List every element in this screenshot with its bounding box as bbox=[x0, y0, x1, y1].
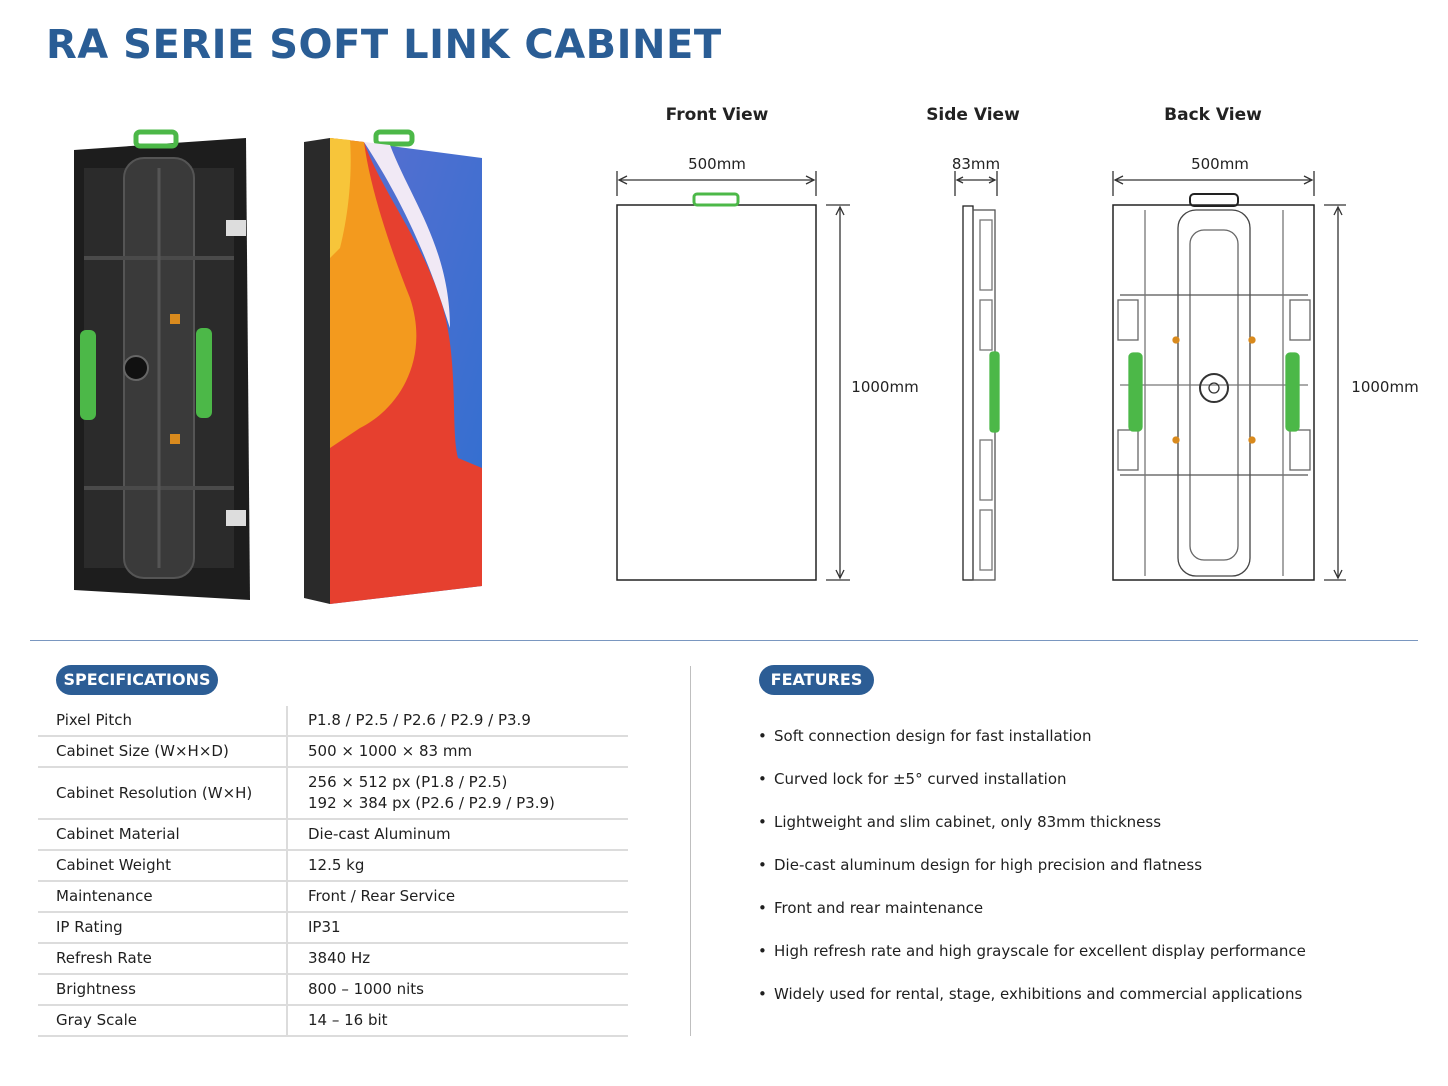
features-heading: FEATURES bbox=[759, 665, 874, 695]
list-item: • Lightweight and slim cabinet, only 83mm… bbox=[758, 808, 1398, 851]
list-item: • Curved lock for ±5° curved installation bbox=[758, 765, 1398, 808]
cabinet-front-photo bbox=[304, 129, 482, 604]
cabinet-back-photo bbox=[74, 129, 250, 600]
bullet-icon: • bbox=[758, 813, 767, 831]
spec-key: Cabinet Material bbox=[38, 819, 288, 851]
front-height-dimension: 1000mm bbox=[851, 378, 919, 396]
side-view-label: Side View bbox=[926, 105, 1020, 125]
spec-value: Die-cast Aluminum bbox=[287, 819, 628, 851]
spec-key: Cabinet Resolution (W×H) bbox=[38, 767, 288, 820]
side-width-dimension: 83mm bbox=[951, 155, 1001, 173]
feature-text: Widely used for rental, stage, exhibitio… bbox=[774, 985, 1303, 1003]
spec-value: 14 – 16 bit bbox=[287, 1005, 628, 1037]
back-height-dimension: 1000mm bbox=[1351, 378, 1419, 396]
bullet-icon: • bbox=[758, 727, 767, 745]
section-divider bbox=[30, 640, 1418, 641]
back-width-dimension: 500mm bbox=[1191, 155, 1249, 173]
spec-value: 800 – 1000 nits bbox=[287, 974, 628, 1006]
front-view-label: Front View bbox=[665, 105, 769, 125]
back-view-label: Back View bbox=[1164, 105, 1262, 125]
bullet-icon: • bbox=[758, 942, 767, 960]
list-item: • Soft connection design for fast install… bbox=[758, 722, 1398, 765]
feature-text: Front and rear maintenance bbox=[774, 899, 984, 917]
front-width-dimension: 500mm bbox=[688, 155, 746, 173]
spec-key: Gray Scale bbox=[38, 1005, 288, 1037]
bullet-icon: • bbox=[758, 899, 767, 917]
front-view-drawing bbox=[616, 171, 850, 581]
spec-value: P1.8 / P2.5 / P2.6 / P2.9 / P3.9 bbox=[287, 706, 628, 737]
spec-key: IP Rating bbox=[38, 912, 288, 944]
spec-value: IP31 bbox=[287, 912, 628, 944]
spec-value-line: 192 × 384 px (P2.6 / P2.9 / P3.9) bbox=[308, 794, 555, 812]
table-row: Cabinet Resolution (W×H)256 × 512 px (P1… bbox=[38, 767, 628, 820]
features-list: • Soft connection design for fast install… bbox=[758, 722, 1398, 1023]
spec-key: Brightness bbox=[38, 974, 288, 1006]
specifications-heading: SPECIFICATIONS bbox=[56, 665, 218, 695]
spec-key: Refresh Rate bbox=[38, 943, 288, 975]
table-row: Cabinet Size (W×H×D)500 × 1000 × 83 mm bbox=[38, 736, 628, 768]
feature-text: Soft connection design for fast installa… bbox=[774, 727, 1092, 745]
spec-key: Pixel Pitch bbox=[38, 706, 288, 737]
spec-value-line: 256 × 512 px (P1.8 / P2.5) bbox=[308, 773, 508, 791]
feature-text: Die-cast aluminum design for high precis… bbox=[774, 856, 1203, 874]
spec-value: 500 × 1000 × 83 mm bbox=[287, 736, 628, 768]
feature-text: Curved lock for ±5° curved installation bbox=[774, 770, 1067, 788]
list-item: • Front and rear maintenance bbox=[758, 894, 1398, 937]
list-item: • Widely used for rental, stage, exhibiti… bbox=[758, 980, 1398, 1023]
bullet-icon: • bbox=[758, 856, 767, 874]
spec-value: Front / Rear Service bbox=[287, 881, 628, 913]
spec-key: Cabinet Weight bbox=[38, 850, 288, 882]
list-item: • Die-cast aluminum design for high preci… bbox=[758, 851, 1398, 894]
side-view-drawing bbox=[954, 171, 1000, 581]
bullet-icon: • bbox=[758, 985, 767, 1003]
list-item: • High refresh rate and high grayscale fo… bbox=[758, 937, 1398, 980]
technical-drawings bbox=[616, 171, 1346, 581]
column-divider bbox=[690, 666, 691, 1036]
feature-text: Lightweight and slim cabinet, only 83mm … bbox=[774, 813, 1162, 831]
spec-key: Cabinet Size (W×H×D) bbox=[38, 736, 288, 768]
spec-value: 12.5 kg bbox=[287, 850, 628, 882]
spec-value: 3840 Hz bbox=[287, 943, 628, 975]
page-title: RA SERIE SOFT LINK CABINET bbox=[46, 22, 722, 68]
feature-text: High refresh rate and high grayscale for… bbox=[774, 942, 1306, 960]
spec-value: 256 × 512 px (P1.8 / P2.5) 192 × 384 px (… bbox=[287, 767, 628, 820]
spec-key: Maintenance bbox=[38, 881, 288, 913]
bullet-icon: • bbox=[758, 770, 767, 788]
back-view-drawing bbox=[1112, 171, 1346, 581]
